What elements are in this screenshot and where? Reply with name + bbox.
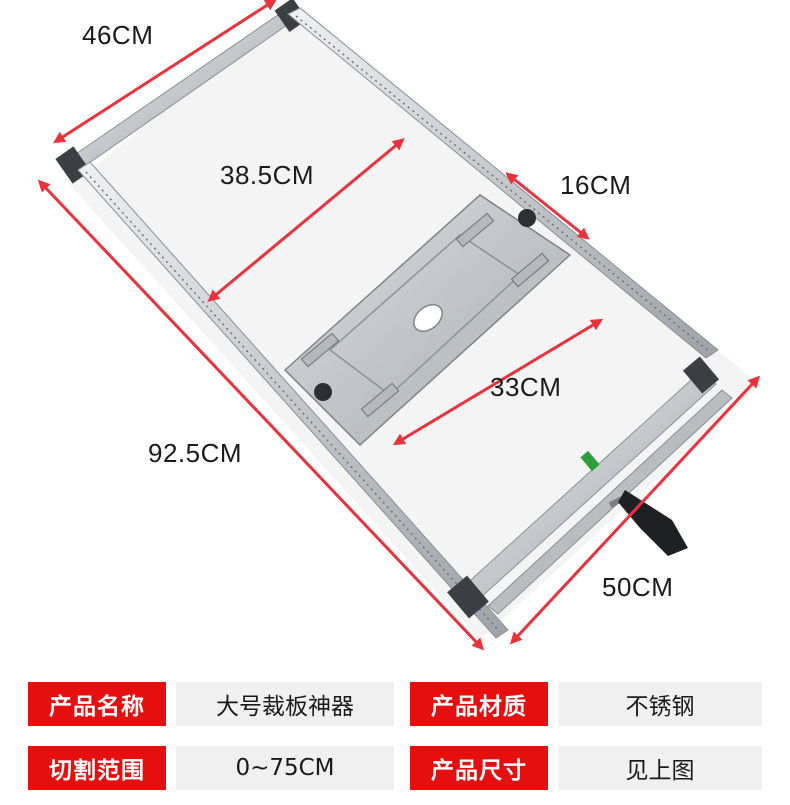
arrow-bottom-width [509, 375, 761, 645]
label-inner-width: 38.5CM [220, 160, 315, 190]
spec-key-name: 产品名称 [28, 682, 166, 726]
spec-value-cut-range: 0~75CM [176, 746, 394, 790]
dimension-arrows [37, 0, 761, 651]
spec-value-size: 见上图 [558, 746, 762, 790]
spec-row-1: 产品名称 大号裁板神器 产品材质 不锈钢 [0, 682, 790, 741]
label-top-width: 46CM [82, 20, 154, 50]
spec-table: 产品名称 大号裁板神器 产品材质 不锈钢 切割范围 0~75CM 产品尺寸 见上… [0, 672, 790, 790]
product-illustration: 46CM 38.5CM 16CM 92.5CM 33CM 50CM [37, 0, 761, 651]
label-base-offset: 33CM [490, 372, 562, 402]
spec-row-2: 切割范围 0~75CM 产品尺寸 见上图 [0, 746, 790, 805]
spec-key-material: 产品材质 [410, 682, 548, 726]
arrow-base-offset [392, 318, 604, 446]
cutting-frame-drawing [37, 0, 761, 651]
arrow-top-width [52, 0, 278, 144]
spec-key-cut-range: 切割范围 [28, 746, 166, 790]
spec-value-material: 不锈钢 [558, 682, 762, 726]
spec-key-size: 产品尺寸 [410, 746, 548, 790]
label-bottom-width: 50CM [602, 572, 674, 602]
label-total-length: 92.5CM [148, 438, 243, 468]
arrow-total-length [37, 179, 485, 651]
spec-value-name: 大号裁板神器 [176, 682, 394, 726]
arrow-base-width [505, 172, 590, 240]
label-base-width: 16CM [560, 170, 632, 200]
right-rail [287, 7, 719, 359]
